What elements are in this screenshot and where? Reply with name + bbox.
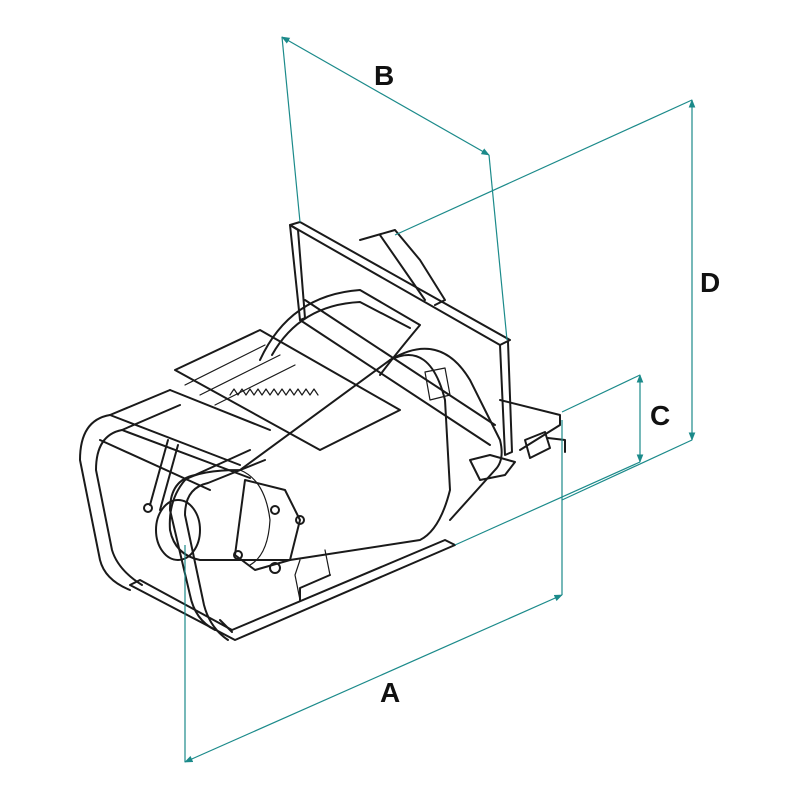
dimension-b-label: B [374, 60, 394, 91]
skip-body [79, 221, 566, 641]
dimension-d: D [394, 99, 720, 501]
dimension-c-label: C [650, 400, 670, 431]
dimension-a-label: A [380, 677, 400, 708]
dimension-a: A [184, 420, 563, 763]
dimension-d-label: D [700, 267, 720, 298]
dimension-c: C [454, 374, 670, 546]
dimension-b: B [281, 36, 508, 341]
